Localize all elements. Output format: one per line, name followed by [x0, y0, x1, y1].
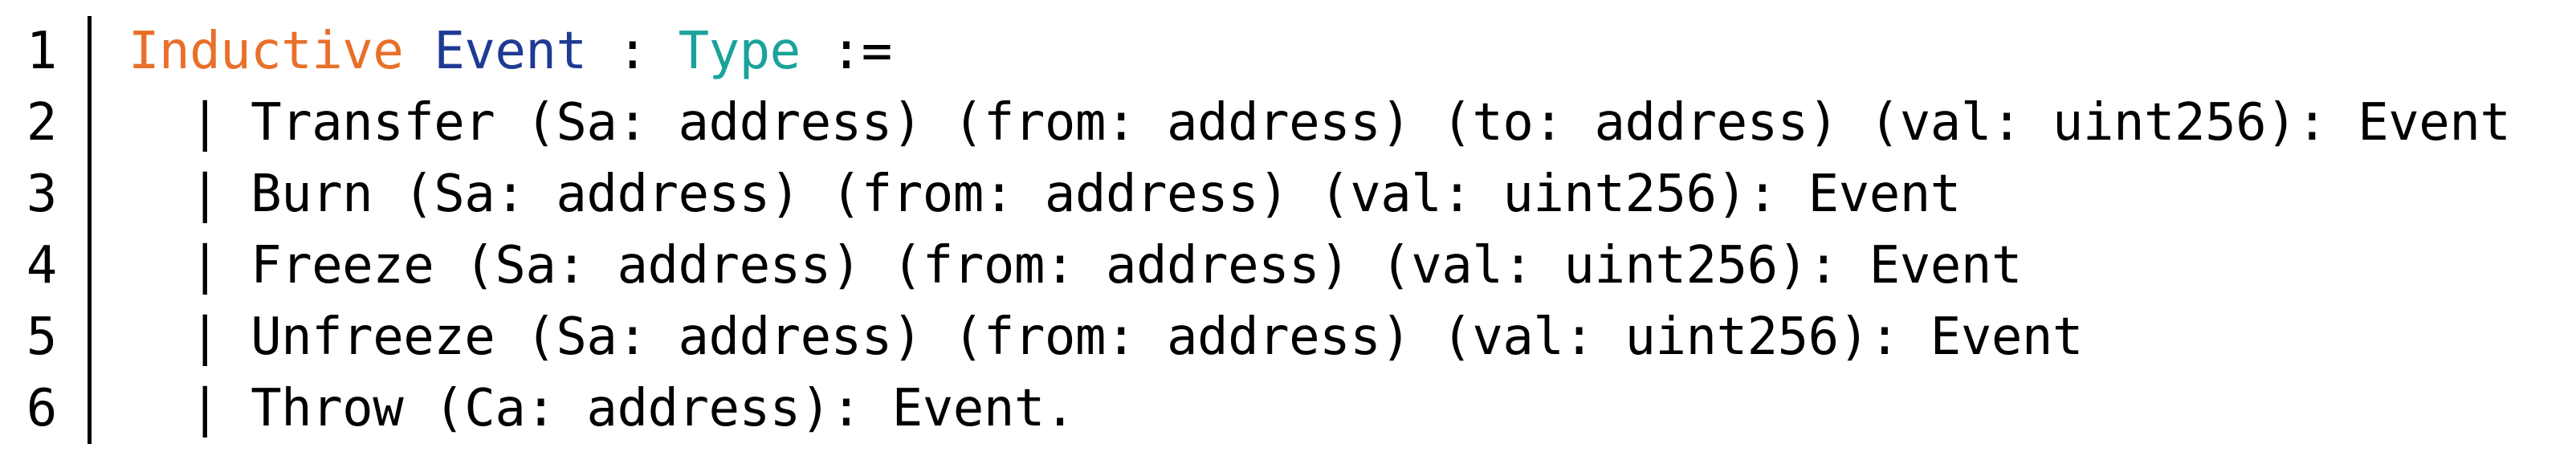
code-line-6: 6 | Throw (Ca: address): Event.: [0, 373, 2576, 444]
gutter-divider: [88, 16, 92, 444]
code-line-4: 4 | Freeze (Sa: address) (from: address)…: [0, 230, 2576, 301]
code-line-5: 5 | Unfreeze (Sa: address) (from: addres…: [0, 302, 2576, 372]
line-number: 2: [26, 93, 58, 153]
line-number: 3: [26, 165, 58, 224]
code-block: 1 Inductive Event : Type := 2 | Transfer…: [0, 16, 2576, 444]
code-line-3: 3 | Burn (Sa: address) (from: address) (…: [0, 159, 2576, 230]
constructor-transfer: | Transfer (Sa: address) (from: address)…: [190, 93, 2511, 153]
line-number: 4: [26, 236, 58, 295]
constructor-freeze: | Freeze (Sa: address) (from: address) (…: [190, 236, 2022, 295]
constructor-unfreeze: | Unfreeze (Sa: address) (from: address)…: [190, 307, 2083, 367]
code-line-2: 2 | Transfer (Sa: address) (from: addres…: [0, 88, 2576, 158]
assign-operator: :=: [800, 22, 893, 81]
code-text: Inductive Event : Type :=: [128, 16, 892, 87]
colon-separator: :: [586, 22, 679, 81]
constructor-throw: | Throw (Ca: address): Event.: [190, 379, 1075, 438]
line-number: 1: [26, 22, 58, 81]
constructor-burn: | Burn (Sa: address) (from: address) (va…: [190, 165, 1961, 224]
line-number: 5: [26, 307, 58, 367]
keyword-inductive: Inductive: [128, 22, 404, 81]
type-name: Event: [434, 22, 587, 81]
line-number: 6: [26, 379, 58, 438]
code-line-1: 1 Inductive Event : Type :=: [0, 16, 2576, 87]
sort-type: Type: [678, 22, 801, 81]
